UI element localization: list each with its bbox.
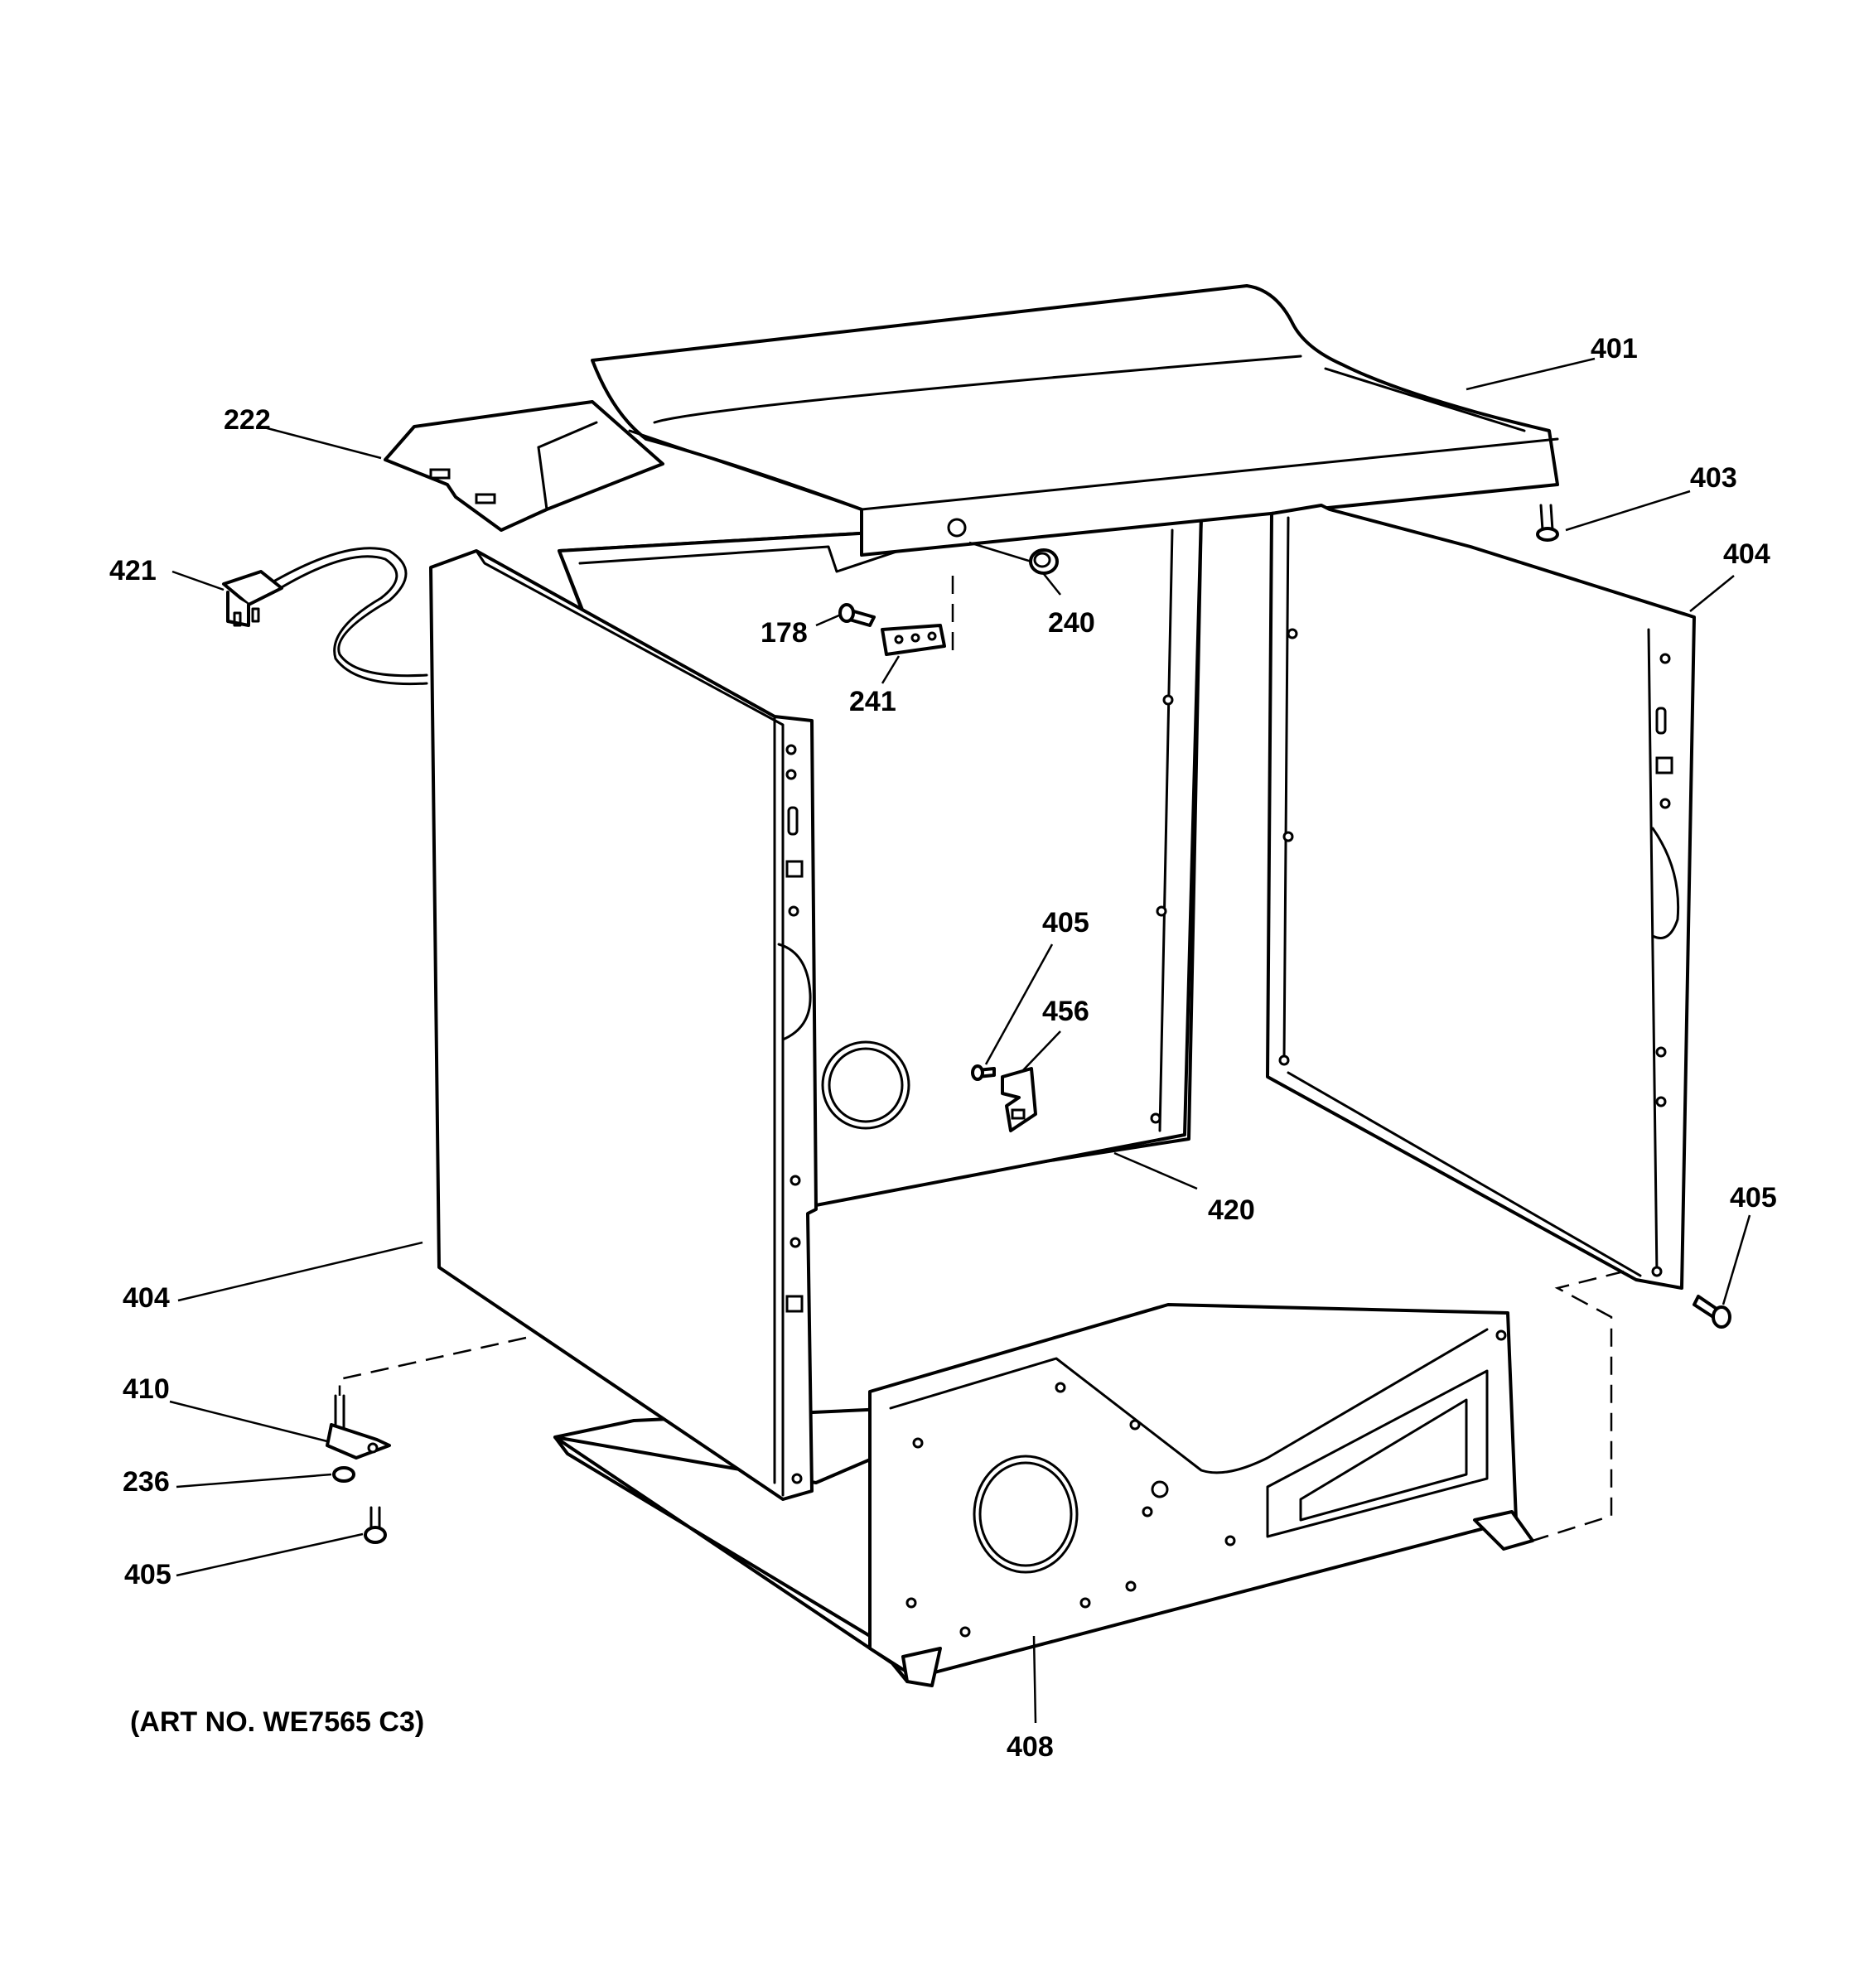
callout-408: 408 xyxy=(1007,1731,1054,1763)
bracket-241 xyxy=(881,624,946,656)
leveling-leg-410 xyxy=(326,1394,391,1460)
callout-410: 410 xyxy=(123,1373,170,1405)
top-cover-401 xyxy=(591,284,1559,557)
screw-405-center xyxy=(971,1064,996,1081)
callout-401: 401 xyxy=(1591,333,1638,364)
callout-222: 222 xyxy=(224,404,271,436)
rear-bracket-222 xyxy=(384,400,664,532)
left-side-panel-404 xyxy=(429,549,818,1501)
callout-405-right: 405 xyxy=(1730,1182,1777,1214)
foot-236 xyxy=(332,1466,355,1483)
callout-labels: 401 222 403 404 421 178 240 241 405 456 … xyxy=(109,333,1777,1763)
power-cord-421 xyxy=(222,547,428,686)
callout-456: 456 xyxy=(1042,996,1089,1027)
screw-405-bottom xyxy=(364,1506,387,1544)
callout-404-left: 404 xyxy=(123,1282,170,1314)
leader-lines xyxy=(169,357,1751,1724)
callout-405-bottom: 405 xyxy=(124,1559,171,1590)
callout-178: 178 xyxy=(761,617,808,649)
alignment-lines xyxy=(338,576,1625,1542)
callout-403: 403 xyxy=(1690,462,1737,494)
callout-240: 240 xyxy=(1048,607,1095,639)
screw-178 xyxy=(838,603,876,627)
screw-403 xyxy=(1536,504,1559,542)
callout-421: 421 xyxy=(109,555,157,586)
right-side-panel-404 xyxy=(1266,504,1696,1290)
callout-405-center: 405 xyxy=(1042,907,1089,939)
art-number: (ART NO. WE7565 C3) xyxy=(130,1706,424,1738)
clip-456 xyxy=(1001,1067,1037,1132)
callout-420: 420 xyxy=(1208,1194,1255,1226)
screw-405-right xyxy=(1693,1295,1731,1329)
callout-241: 241 xyxy=(849,686,896,717)
plug-240 xyxy=(1029,548,1059,575)
callout-236: 236 xyxy=(123,1466,170,1498)
callout-404-right: 404 xyxy=(1723,538,1770,570)
